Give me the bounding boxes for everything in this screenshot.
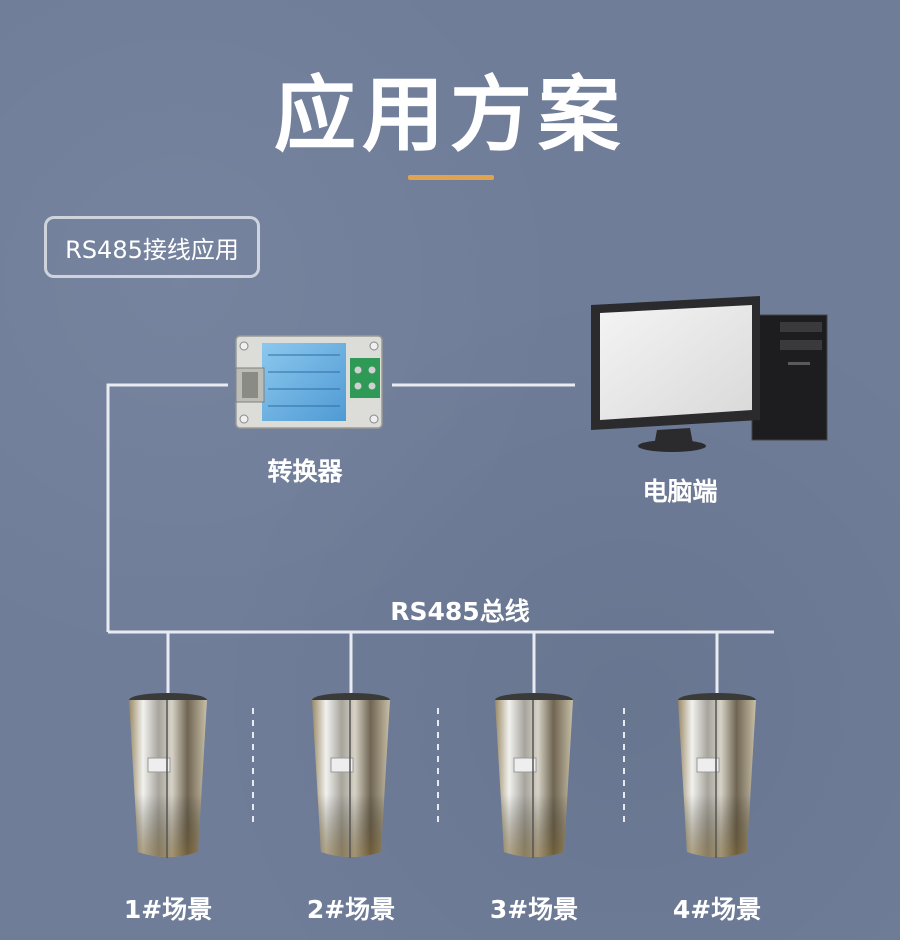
converter-to-bus-wire xyxy=(106,383,228,632)
sensor-icon-2 xyxy=(312,693,390,858)
scene-separators xyxy=(252,708,625,825)
sensor-icon-3 xyxy=(495,693,573,858)
title-underline xyxy=(408,175,494,180)
section-label-text: RS485接线应用 xyxy=(65,235,239,264)
scene-label-1: 1#场景 xyxy=(123,895,213,924)
section-label-pill: RS485接线应用 xyxy=(44,216,260,278)
wires xyxy=(106,383,774,695)
sensor-icon-4 xyxy=(678,693,756,858)
sensor-icon-1 xyxy=(129,693,207,858)
scene-label-2: 2#场景 xyxy=(306,895,396,924)
converter-label: 转换器 xyxy=(267,457,343,486)
computer-icon xyxy=(591,296,828,452)
scene-label-4: 4#场景 xyxy=(672,895,762,924)
page-title: 应用方案 xyxy=(273,68,626,163)
converter-device-icon xyxy=(235,335,383,429)
scene-label-3: 3#场景 xyxy=(489,895,579,924)
bus-label: RS485总线 xyxy=(390,597,530,626)
computer-label: 电脑端 xyxy=(642,477,718,506)
